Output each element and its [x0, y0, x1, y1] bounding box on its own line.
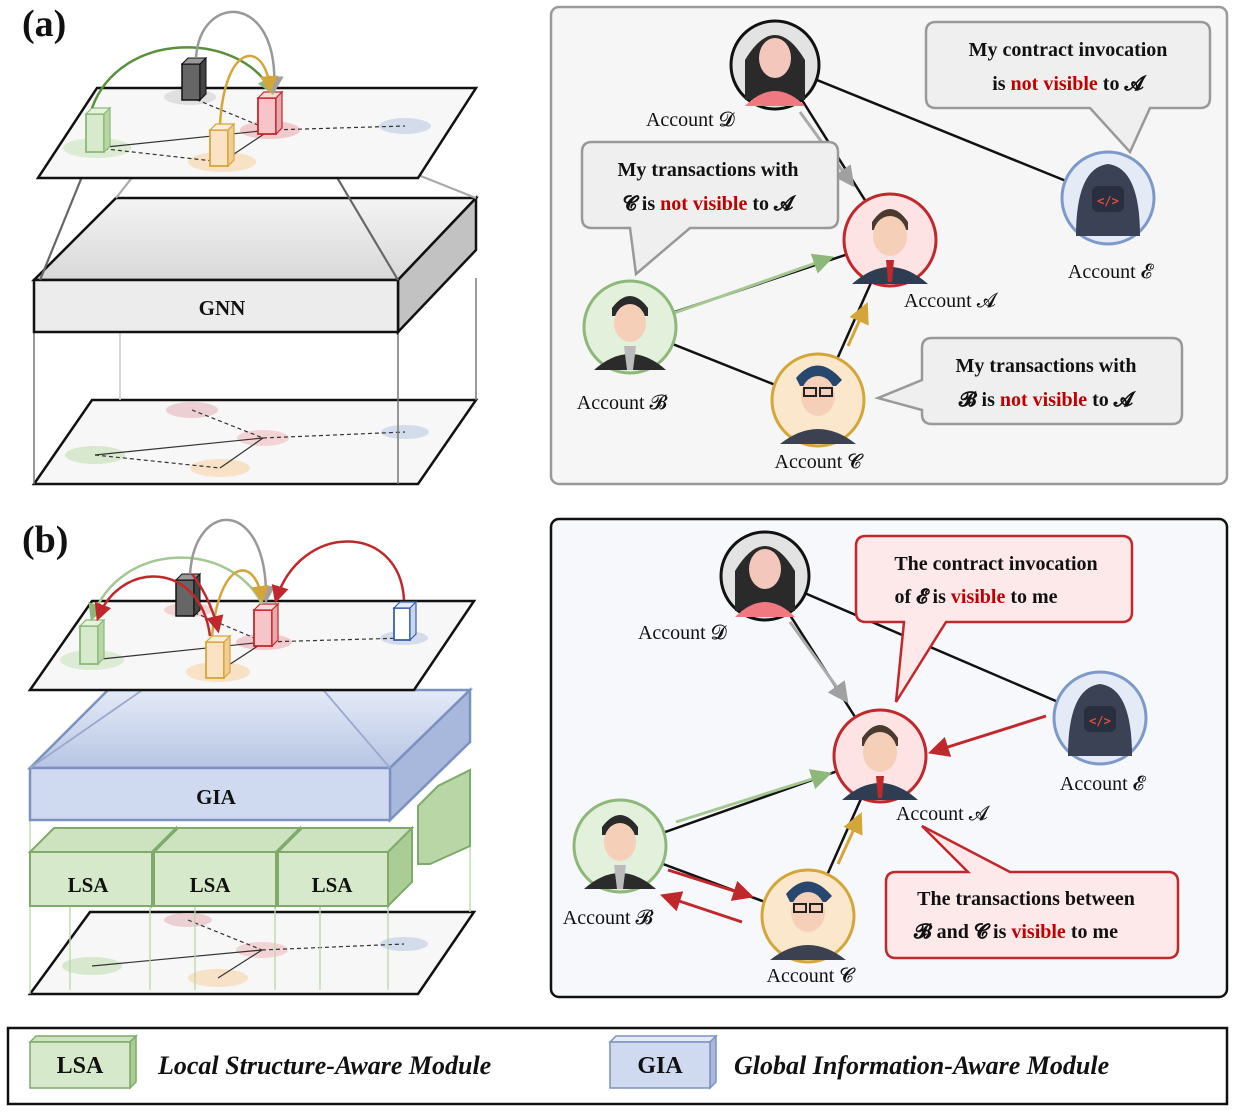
- arc-gray: [194, 10, 284, 94]
- label-account-a-b: Account 𝓐: [896, 803, 991, 825]
- svg-text:GIA: GIA: [637, 1053, 683, 1079]
- node-bar-red: [256, 90, 284, 136]
- panel-b-label: (b): [22, 519, 68, 561]
- speech-bubble-d: My transactions with 𝓒 is not visible to…: [580, 140, 840, 277]
- speech-bubble-visible-bc: The transactions between 𝓑 and 𝓒 is visi…: [884, 824, 1180, 960]
- legend: LSA Local Structure-Aware Module GIA Glo…: [6, 1026, 1229, 1106]
- legend-lsa-swatch: LSA: [28, 1034, 138, 1090]
- label-account-a: Account 𝓐: [904, 290, 999, 312]
- node-bar-gray: [180, 56, 208, 102]
- panel-b-right: </> Account 𝓓 Account 𝓐 Account 𝓑 Accoun…: [549, 517, 1229, 999]
- svg-text:LSA: LSA: [68, 873, 110, 897]
- avatar-account-e-b: </>: [1052, 670, 1148, 766]
- svg-text:My contract invocation: My contract invocation: [969, 39, 1168, 61]
- label-account-b-b: Account 𝓑: [563, 907, 654, 929]
- arc-gold: [218, 54, 278, 125]
- avatar-account-d-b: [719, 530, 811, 622]
- svg-text:My transactions with: My transactions with: [955, 355, 1136, 377]
- legend-gia-swatch: GIA: [608, 1034, 718, 1090]
- node-bar-green: [84, 106, 112, 154]
- svg-text:LSA: LSA: [190, 873, 232, 897]
- label-account-b: Account 𝓑: [577, 392, 668, 414]
- svg-text:𝓑 is not visible to 𝓐: 𝓑 is not visible to 𝓐: [958, 389, 1137, 411]
- speech-bubble-c: My transactions with 𝓑 is not visible to…: [874, 336, 1184, 426]
- avatar-account-b: [582, 279, 678, 375]
- legend-lsa-desc: Local Structure-Aware Module: [157, 1051, 491, 1080]
- svg-text:The contract invocation: The contract invocation: [894, 553, 1097, 575]
- avatar-account-b-b: [572, 798, 668, 894]
- node-bar-red-b: [252, 602, 280, 648]
- gnn-transparent-box: [33, 278, 477, 484]
- svg-text:of 𝓔 is visible to me: of 𝓔 is visible to me: [894, 586, 1057, 608]
- label-account-d: Account 𝓓: [646, 109, 736, 131]
- panel-a-right: </> Account 𝓓 Account 𝓐 Account 𝓑 Accoun…: [549, 5, 1229, 486]
- avatar-account-d: [729, 19, 821, 111]
- legend-gia-desc: Global Information-Aware Module: [734, 1051, 1109, 1080]
- avatar-account-c: [770, 352, 866, 448]
- gia-label: GIA: [196, 785, 237, 809]
- arc-green: [90, 46, 274, 109]
- svg-text:LSA: LSA: [312, 873, 354, 897]
- gnn-block: GNN: [30, 194, 479, 336]
- node-bar-green-b: [78, 618, 106, 666]
- label-account-d-b: Account 𝓓: [638, 622, 728, 644]
- svg-text:𝓒 is not visible to 𝓐: 𝓒 is not visible to 𝓐: [623, 193, 797, 215]
- svg-text:The transactions between: The transactions between: [917, 888, 1135, 910]
- svg-text:𝓑 and 𝓒 is visible to me: 𝓑 and 𝓒 is visible to me: [913, 921, 1118, 943]
- label-account-c-b: Account 𝓒: [767, 965, 857, 987]
- avatar-account-a-b: [832, 708, 928, 804]
- lsa-modules: LSA LSA LSA: [27, 768, 471, 909]
- svg-text:is not visible to 𝓐: is not visible to 𝓐: [992, 73, 1147, 95]
- panel-b-left: (b): [22, 518, 477, 996]
- node-bar-gold: [208, 122, 236, 168]
- output-graph-layer-b: [27, 518, 477, 692]
- node-bar-gold-b: [204, 634, 232, 680]
- label-account-c: Account 𝓒: [775, 451, 865, 473]
- gia-block: GIA: [26, 687, 474, 823]
- input-graph-layer: [31, 398, 479, 486]
- panel-a-left: (a) GNN: [22, 3, 479, 486]
- input-graph-layer-b: [27, 910, 477, 996]
- lsa-module-3: LSA: [275, 825, 415, 909]
- svg-text:</>: </>: [1097, 194, 1119, 208]
- avatar-account-c-b: [760, 868, 856, 964]
- node-bar-blue-b: [392, 600, 418, 642]
- gnn-label: GNN: [199, 296, 246, 320]
- svg-text:</>: </>: [1089, 714, 1111, 728]
- panel-a-label: (a): [22, 3, 66, 45]
- avatar-account-e: </>: [1060, 150, 1156, 246]
- svg-text:My transactions with: My transactions with: [617, 159, 798, 181]
- output-graph-layer: [35, 10, 479, 180]
- speech-bubble-visible-e: The contract invocation of 𝓔 is visible …: [854, 534, 1134, 703]
- label-account-e-b: Account 𝓔: [1060, 773, 1147, 795]
- label-account-e: Account 𝓔: [1068, 261, 1155, 283]
- speech-bubble-e: My contract invocation is not visible to…: [924, 20, 1212, 155]
- avatar-account-a: [842, 192, 938, 288]
- svg-text:LSA: LSA: [57, 1053, 104, 1079]
